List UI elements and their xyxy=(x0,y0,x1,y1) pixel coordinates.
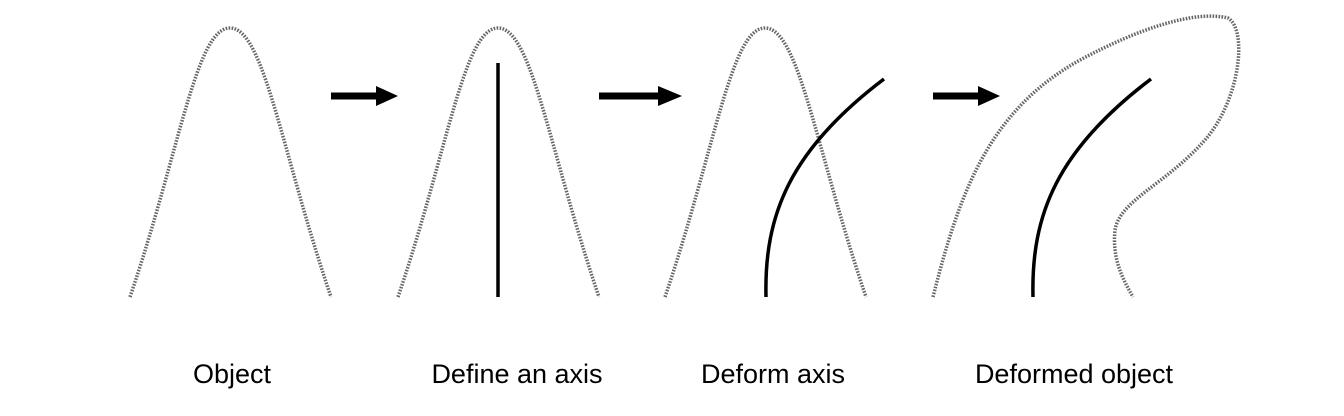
object-outline xyxy=(663,26,868,298)
panel-deformed-object xyxy=(931,14,1241,298)
arrow-3-head xyxy=(978,86,1000,106)
object-outline xyxy=(396,26,601,298)
panel-object xyxy=(128,26,333,298)
deformed-axis-curve xyxy=(764,77,886,298)
caption-object: Object xyxy=(193,359,272,389)
panel-define-axis xyxy=(396,26,601,298)
caption-deformed-object: Deformed object xyxy=(975,359,1174,389)
arrow-2 xyxy=(599,86,682,106)
deformed-object-outline xyxy=(931,14,1241,298)
caption-deform-axis: Deform axis xyxy=(701,359,845,389)
caption-define-axis: Define an axis xyxy=(431,359,602,389)
arrow-2-head xyxy=(658,86,682,106)
deformed-axis-curve xyxy=(1031,77,1153,298)
arrow-3 xyxy=(933,86,1000,106)
panel-deform-axis xyxy=(663,26,886,298)
arrow-1-head xyxy=(376,86,398,106)
arrow-1 xyxy=(331,86,398,106)
object-outline xyxy=(128,26,333,298)
